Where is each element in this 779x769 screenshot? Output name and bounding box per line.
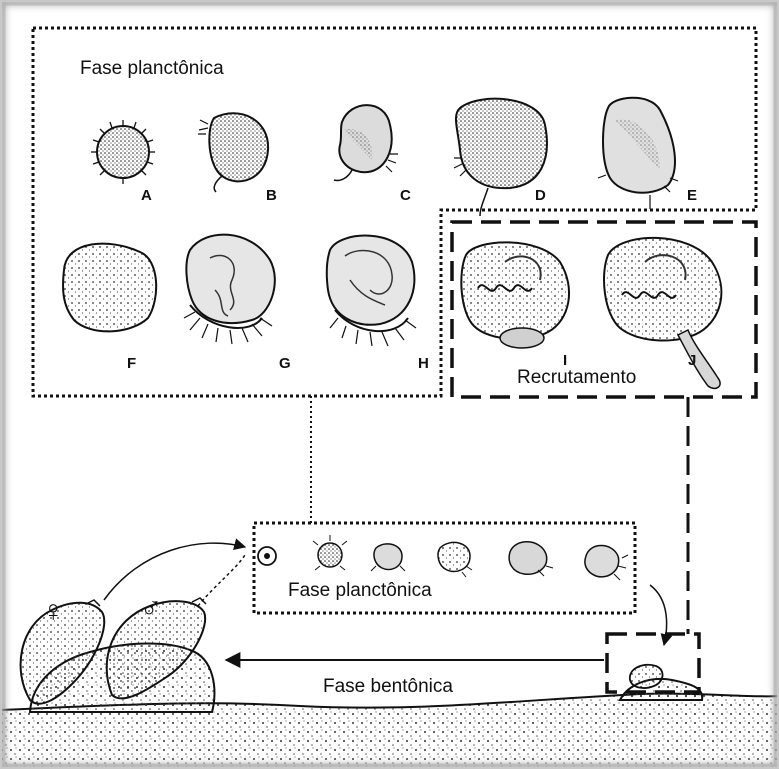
recruitment-label: Recrutamento (517, 367, 636, 389)
settled-juvenile (630, 665, 663, 688)
stage-letter-e: E (687, 187, 697, 204)
stage-letter-c: C (400, 187, 411, 204)
stage-f-larva (63, 244, 156, 332)
stage-letter-g: G (279, 355, 291, 372)
stage-a-larva (91, 120, 155, 184)
stage-letter-h: H (418, 355, 429, 372)
planktonic-phase-title-middle: Fase planctônica (288, 580, 432, 602)
stage-letter-d: D (535, 187, 546, 204)
male-symbol: ♂ (140, 592, 163, 626)
stage-letter-i: I (563, 352, 567, 369)
female-symbol: ♀ (42, 595, 65, 629)
stage-letter-j: J (688, 352, 696, 369)
benthic-phase-label: Fase bentônica (323, 676, 453, 698)
stage-letter-a: A (141, 187, 152, 204)
stage-letter-b: B (266, 187, 277, 204)
planktonic-phase-title-top: Fase planctônica (80, 58, 224, 80)
stage-letter-f: F (127, 355, 136, 372)
